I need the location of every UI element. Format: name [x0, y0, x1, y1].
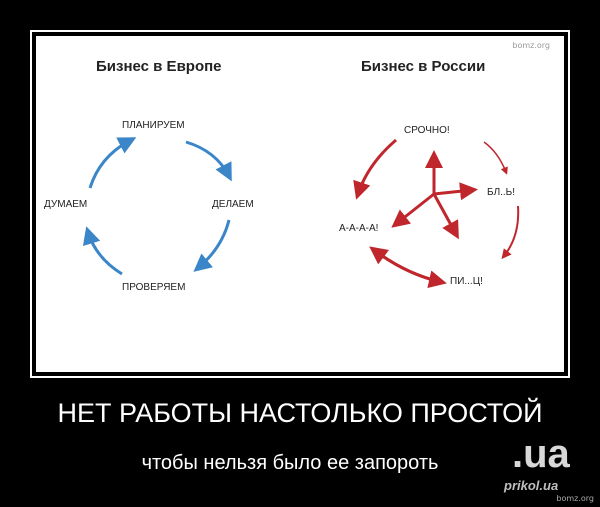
poster-frame: bomz.org Бизнес в Европе Бизнес в России…: [30, 30, 570, 378]
diagram-arrows: [82, 137, 520, 289]
russia-arrow-9: [391, 192, 435, 228]
europe-arrow-think-to-plan: [88, 137, 137, 189]
russia-arrow-3: [501, 205, 520, 260]
russia-arrow-5: [373, 248, 447, 289]
russia-title: Бизнес в России: [361, 58, 486, 75]
russia-step-swear1: БЛ..Ь!: [487, 187, 516, 198]
image-panel: bomz.org Бизнес в Европе Бизнес в России…: [36, 36, 564, 372]
russia-arrow-7: [433, 182, 478, 201]
europe-step-do: ДЕЛАЕМ: [212, 199, 254, 210]
russia-step-swear2: ПИ...Ц!: [450, 276, 483, 287]
russia-arrow-2: [483, 141, 508, 175]
watermark-bottom: bomz.org: [556, 494, 594, 503]
europe-step-plan: ПЛАНИРУЕМ: [122, 120, 185, 131]
europe-arrow-plan-to-do: [185, 140, 232, 182]
watermark-top: bomz.org: [512, 41, 550, 50]
logo-prikol-text: prikol.ua: [504, 478, 559, 493]
europe-step-think: ДУМАЕМ: [44, 199, 88, 210]
russia-arrow-4: [369, 246, 442, 284]
caption-sub: чтобы нельзя было ее запороть: [141, 452, 439, 474]
europe-step-check: ПРОВЕРЯЕМ: [122, 282, 186, 293]
caption-main: НЕТ РАБОТЫ НАСТОЛЬКО ПРОСТОЙ: [57, 398, 543, 428]
site-logo: .ua prikol.ua: [500, 432, 596, 502]
logo-ua-text: .ua: [512, 432, 570, 476]
russia-arrow-1: [353, 138, 397, 200]
russia-step-urgent: СРОЧНО!: [404, 125, 450, 136]
russia-step-scream: А-А-А-А!: [339, 223, 379, 234]
europe-arrow-check-to-think: [82, 226, 123, 276]
russia-arrow-8: [432, 193, 459, 240]
europe-arrow-do-to-check: [193, 219, 231, 272]
europe-title: Бизнес в Европе: [96, 58, 222, 75]
